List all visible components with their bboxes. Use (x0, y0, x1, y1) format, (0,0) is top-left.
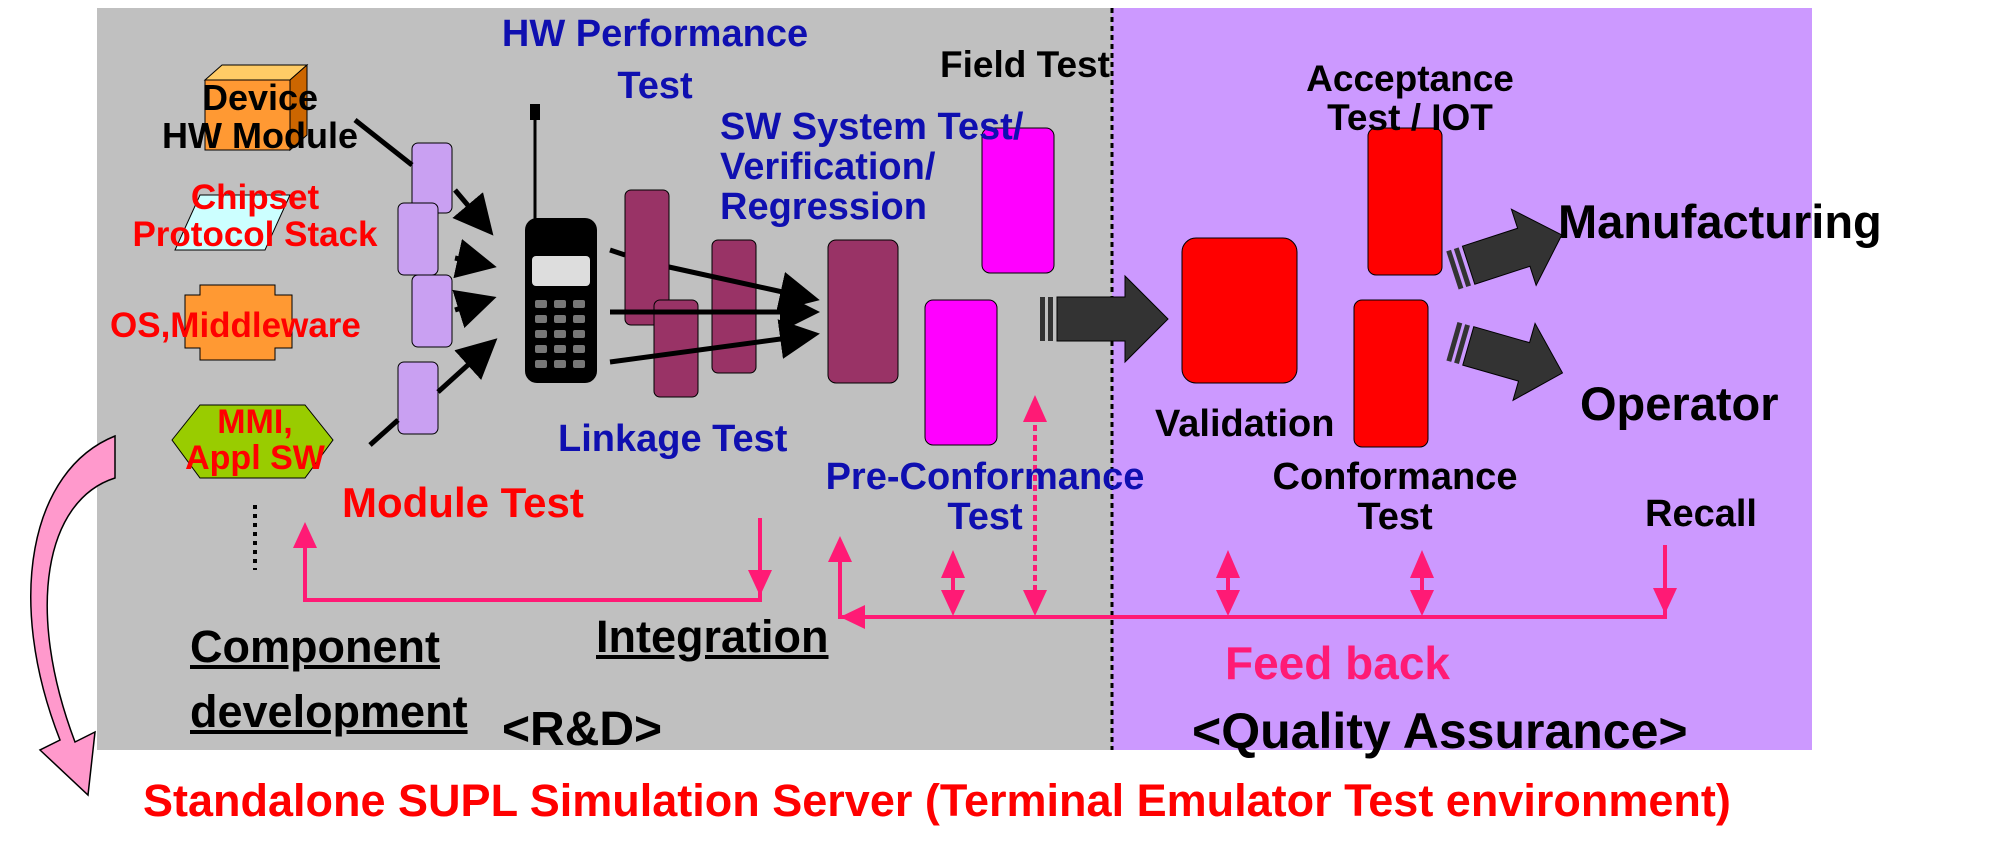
component-feedback-loop (293, 518, 772, 602)
os-middleware-icon (184, 284, 293, 361)
mmi-appl-sw-label: MMI, Appl SW (185, 403, 325, 477)
recall-label: Recall (1645, 493, 1757, 535)
validation-label: Validation (1155, 403, 1335, 445)
to-manufacturing-arrow (1446, 208, 1563, 290)
module-input-arrows (353, 118, 498, 447)
acceptance-box (1367, 127, 1443, 276)
to-operator-arrow (1446, 321, 1564, 402)
pre-conformance-test-label: Pre-Conformance Test (825, 456, 1145, 538)
bottom-caption: Standalone SUPL Simulation Server (Termi… (143, 775, 1731, 826)
field-test-label: Field Test (940, 44, 1110, 85)
feedback-arrowhead-left (840, 605, 865, 629)
conformance-test-label: Conformance Test (1272, 456, 1518, 538)
acceptance-test-label: Acceptance Test / IOT (1306, 58, 1514, 138)
integration-box-3 (711, 239, 757, 374)
field-test-dotted-arrow (1023, 395, 1047, 616)
chipset-icon (174, 194, 291, 251)
device-hw-module-label: Device HW Module (162, 77, 358, 156)
sw-system-test-label: SW System Test/ Verification/ Regression (720, 106, 1024, 228)
rd-label: <R&D> (502, 703, 663, 756)
os-middleware-label: OS,Middleware (110, 306, 361, 345)
quality-assurance-label: <Quality Assurance> (1192, 703, 1688, 759)
field-test-box (981, 127, 1055, 274)
integration-label: Integration (596, 611, 829, 662)
integration-box-1 (624, 189, 670, 326)
chipset-protocol-stack-label: Chipset Protocol Stack (132, 178, 378, 254)
integration-arrows (609, 247, 820, 365)
module-test-label: Module Test (342, 479, 584, 526)
qa-feedback-line (828, 536, 1677, 619)
pre-conformance-box (924, 299, 998, 446)
manufacturing-label: Manufacturing (1558, 195, 1882, 248)
feedback-double-arrows (941, 550, 1434, 616)
hw-performance-test-label: HW Performance Test (501, 13, 809, 107)
feed-back-label: Feed back (1225, 637, 1450, 689)
integration-box-4 (827, 239, 899, 384)
curved-pink-arrow (30, 434, 116, 797)
mobile-phone-icon (525, 104, 597, 383)
module-box-4 (397, 361, 439, 435)
module-box-3 (411, 274, 453, 348)
hw-module-cube-icon (203, 63, 309, 152)
linkage-test-label: Linkage Test (558, 418, 788, 460)
operator-label: Operator (1580, 377, 1779, 430)
to-validation-arrow (1040, 274, 1169, 364)
validation-box (1181, 237, 1298, 384)
component-development-label: Component development (190, 621, 468, 738)
mmi-appl-sw-icon (171, 404, 334, 479)
conformance-box (1353, 299, 1429, 448)
